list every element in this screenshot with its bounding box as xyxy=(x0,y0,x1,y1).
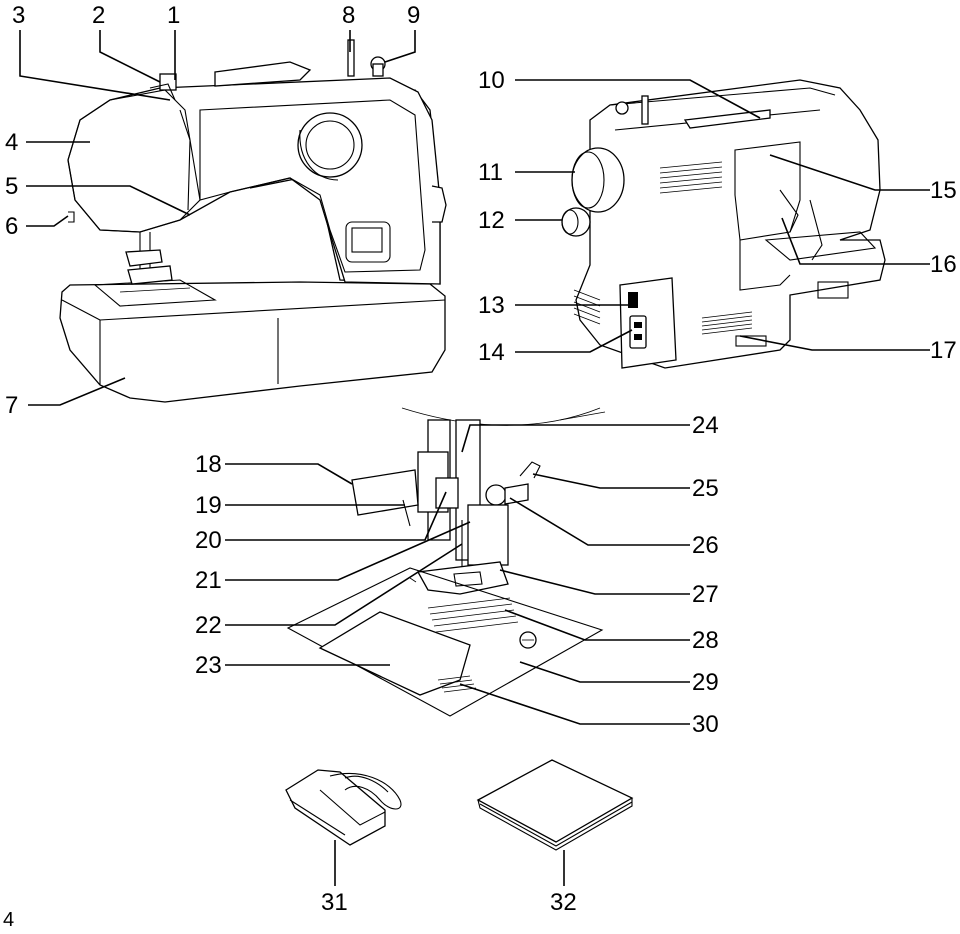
part-labels: 1 2 3 4 5 6 7 8 9 10 11 12 13 14 15 16 1… xyxy=(3,2,957,931)
page-number: 4 xyxy=(3,909,14,929)
label-21: 21 xyxy=(195,567,222,594)
label-6: 6 xyxy=(5,213,18,240)
label-22: 22 xyxy=(195,612,222,639)
label-11: 11 xyxy=(478,159,503,186)
label-10: 10 xyxy=(478,67,505,94)
label-20: 20 xyxy=(195,527,222,554)
label-3: 3 xyxy=(12,2,25,29)
machine-front-view xyxy=(59,39,447,403)
fabric-swatch xyxy=(476,759,634,851)
label-17: 17 xyxy=(930,337,957,364)
label-5: 5 xyxy=(5,173,18,200)
label-19: 19 xyxy=(195,492,222,519)
label-15: 15 xyxy=(930,177,957,204)
label-18: 18 xyxy=(195,451,222,478)
label-4: 4 xyxy=(5,129,18,156)
label-23: 23 xyxy=(195,652,222,679)
label-8: 8 xyxy=(342,2,355,29)
leader-lines xyxy=(19,30,930,886)
label-25: 25 xyxy=(692,475,719,502)
label-9: 9 xyxy=(407,2,420,29)
machine-back-view xyxy=(561,79,886,369)
label-29: 29 xyxy=(692,669,719,696)
label-27: 27 xyxy=(692,581,719,608)
label-7: 7 xyxy=(5,392,18,419)
label-28: 28 xyxy=(692,627,719,654)
label-31: 31 xyxy=(321,889,348,916)
foot-control xyxy=(285,769,402,846)
label-26: 26 xyxy=(692,532,719,559)
presser-foot-closeup xyxy=(286,407,606,717)
label-13: 13 xyxy=(478,292,505,319)
label-32: 32 xyxy=(550,889,577,916)
label-1: 1 xyxy=(167,2,180,29)
label-24: 24 xyxy=(692,412,719,439)
label-12: 12 xyxy=(478,207,505,234)
label-14: 14 xyxy=(478,339,505,366)
label-30: 30 xyxy=(692,711,719,738)
label-16: 16 xyxy=(930,251,957,278)
label-2: 2 xyxy=(92,2,105,29)
